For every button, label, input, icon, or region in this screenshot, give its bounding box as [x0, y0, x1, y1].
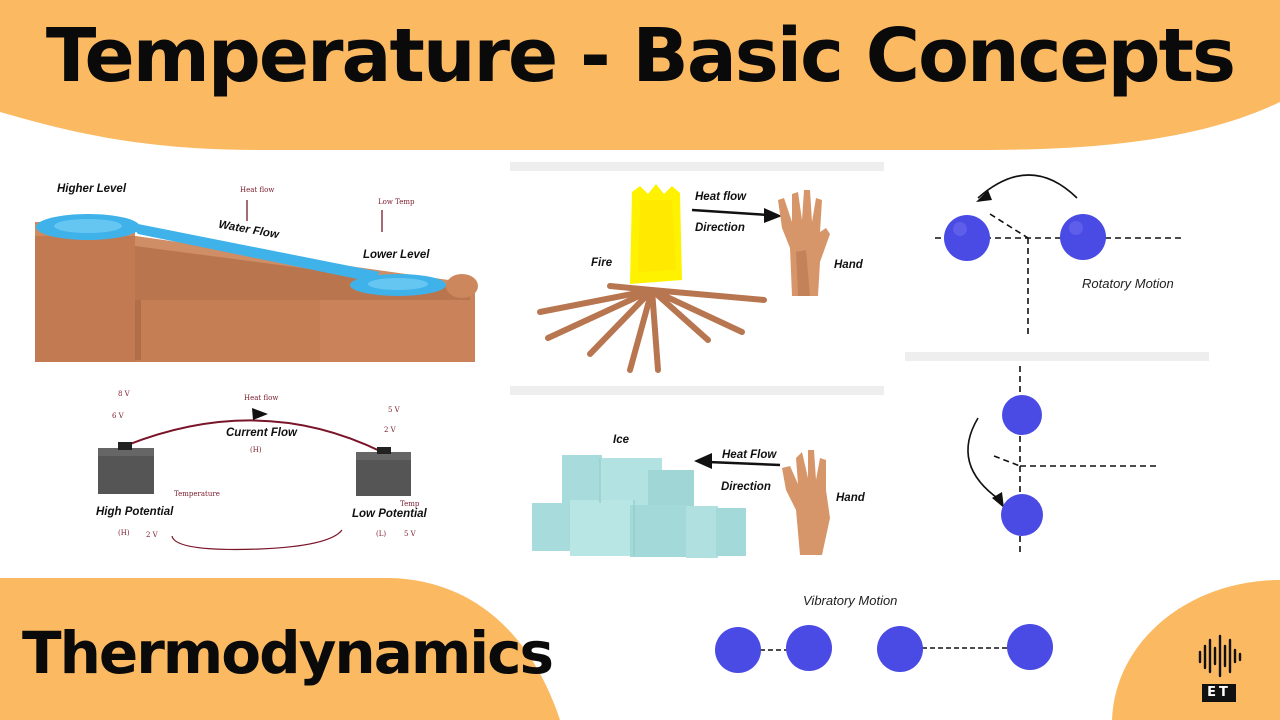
note-h-2v: 2 V — [146, 531, 158, 539]
hand-label-top: Hand — [834, 259, 863, 271]
note-low-temp: Low Temp — [378, 198, 415, 206]
ice-label: Ice — [613, 434, 629, 446]
note-h: (H) — [118, 529, 130, 537]
divider-right — [905, 352, 1209, 361]
divider-middle-top — [510, 162, 884, 171]
note-2v: 2 V — [384, 426, 396, 434]
note-5v: 5 V — [388, 406, 400, 414]
note-heat-flow: Heat flow — [240, 186, 275, 194]
logo-text: ET — [1207, 685, 1231, 700]
fire-hand-arrow — [691, 208, 782, 223]
fire-label: Fire — [591, 257, 613, 269]
lower-level-label: Lower Level — [363, 249, 430, 261]
sound-wave-logo-icon — [1198, 634, 1242, 702]
ice-illustration — [532, 455, 746, 558]
ice-hand-arrow — [694, 453, 781, 469]
fire-illustration — [537, 184, 767, 373]
current-flow-illustration — [98, 408, 411, 551]
bottom-right-corner-shape — [1112, 580, 1280, 720]
divider-middle-mid — [510, 386, 884, 395]
vibratory-motion-illustration — [715, 624, 1053, 673]
page-title: Temperature - Basic Concepts — [45, 13, 1236, 99]
note-h-top: (H) — [250, 446, 262, 454]
water-flow-illustration — [35, 214, 478, 362]
fire-direction-label: Direction — [695, 222, 745, 234]
hand-label-bottom: Hand — [836, 492, 865, 504]
note-l: (L) — [376, 530, 387, 538]
bottom-left-banner-shape — [0, 578, 560, 720]
rotatory-motion-illustration — [935, 174, 1185, 334]
note-6v: 6 V — [112, 412, 124, 420]
current-flow-label: Current Flow — [226, 427, 297, 439]
hand-right-illustration — [778, 190, 830, 296]
ice-direction-label: Direction — [721, 481, 771, 493]
higher-level-label: Higher Level — [57, 183, 127, 195]
note-8v: 8 V — [118, 390, 130, 398]
ice-heat-flow-label: Heat Flow — [722, 449, 777, 461]
axis-rotation-illustration — [967, 366, 1158, 552]
note-top: Heat flow — [244, 394, 279, 402]
note-temperature: Temperature — [174, 490, 220, 498]
vibratory-motion-label: Vibratory Motion — [803, 593, 898, 608]
page-subtitle: Thermodynamics — [22, 619, 554, 687]
hand-left-illustration — [782, 450, 830, 555]
top-banner-shape — [0, 0, 1280, 150]
low-potential-label: Low Potential — [352, 508, 427, 520]
rotatory-motion-label: Rotatory Motion — [1082, 276, 1174, 291]
note-l-5v: 5 V — [404, 530, 416, 538]
note-temp: Temp — [400, 500, 420, 508]
fire-heat-flow-label: Heat flow — [695, 191, 747, 203]
high-potential-label: High Potential — [96, 506, 174, 518]
